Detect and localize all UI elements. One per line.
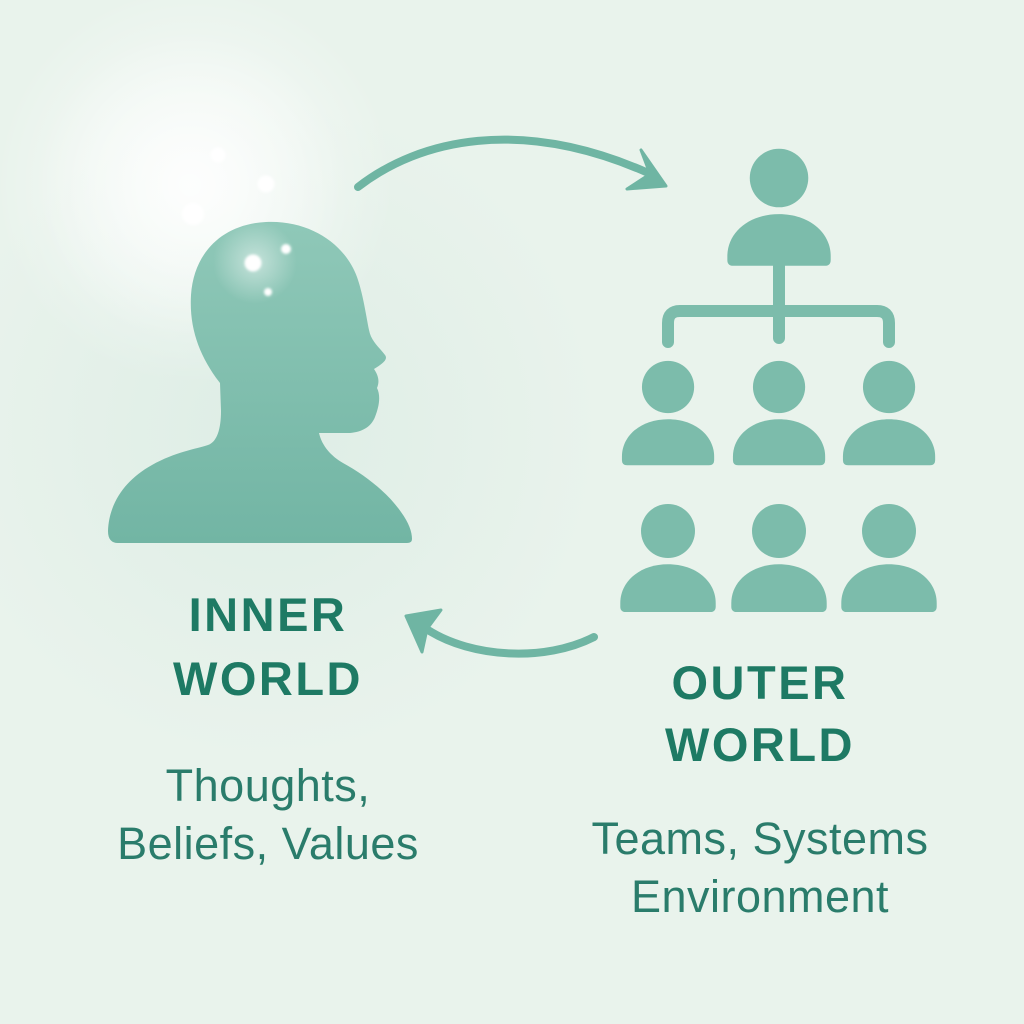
person-icon: [842, 360, 936, 466]
person-icon: [620, 504, 716, 612]
outer-world-title: OUTER WORLD: [664, 656, 855, 771]
person-icon: [732, 360, 826, 466]
inner-world-subtitle: Thoughts, Beliefs, Values: [117, 760, 419, 869]
arrow-outer-to-inner-icon: [404, 608, 598, 658]
inner-world-label-block: INNER WORLD Thoughts, Beliefs, Values: [58, 583, 478, 873]
outer-world-label-block: OUTER WORLD Teams, Systems Environment: [545, 652, 975, 926]
person-icon: [727, 148, 831, 266]
person-icon: [621, 360, 715, 466]
person-icon: [731, 504, 827, 612]
outer-world-subtitle: Teams, Systems Environment: [591, 813, 929, 922]
thought-dots-icon: [182, 147, 291, 296]
person-icon: [841, 504, 937, 612]
arrow-inner-to-outer-icon: [354, 135, 668, 191]
org-chart-icon: [620, 148, 937, 612]
inner-world-title: INNER WORLD: [172, 588, 363, 705]
